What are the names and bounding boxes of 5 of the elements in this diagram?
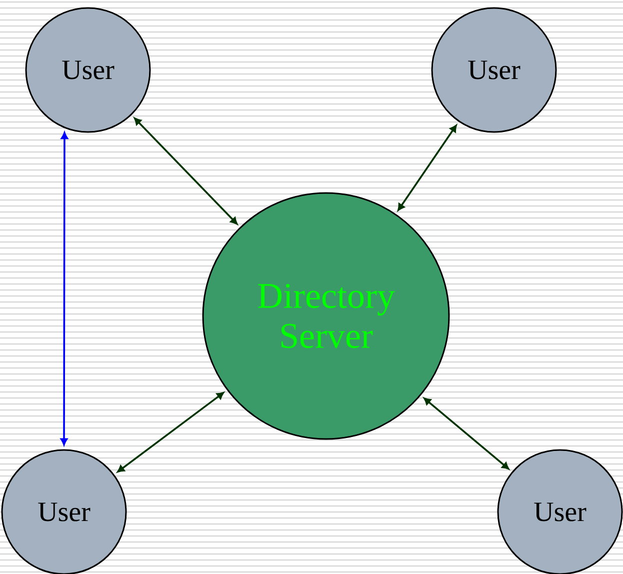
arrow (60, 132, 68, 446)
arrow (424, 398, 510, 470)
arrow (117, 392, 224, 472)
arrow (398, 124, 457, 211)
arrow (134, 118, 238, 224)
